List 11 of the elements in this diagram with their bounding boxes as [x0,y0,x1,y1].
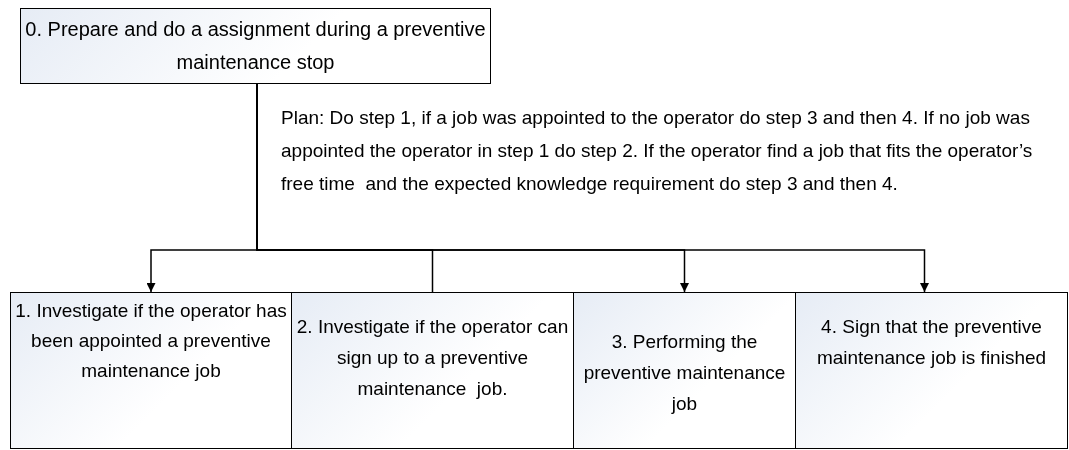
box-text: 1. Investigate if the operator has been appointed a preventive maintenance job [14,299,288,383]
process-box [291,292,574,449]
box-text: 0. Prepare and do a assignment during a preventive maintenance stop [24,17,487,75]
box-text: 4. Sign that the preventive maintenance job is finished [815,315,1048,370]
process-box [573,292,796,449]
plan-note: Plan: Do step 1, if a job was appointed to the operator do step 3 and then 4. If no job was appointed the operator in step 1 do step 2. If the operator find a job that fits the operator’s free time and the expected knowledge requirement do step 3 and then 4. [281,106,1034,196]
process-box [10,292,292,449]
process-box [795,292,1068,449]
box-text: 2. Investigate if the operator can sign up to a preventive maintenance job. [295,315,570,401]
process-box [20,8,491,84]
box-text: 3. Performing the preventive maintenance job [582,330,787,416]
